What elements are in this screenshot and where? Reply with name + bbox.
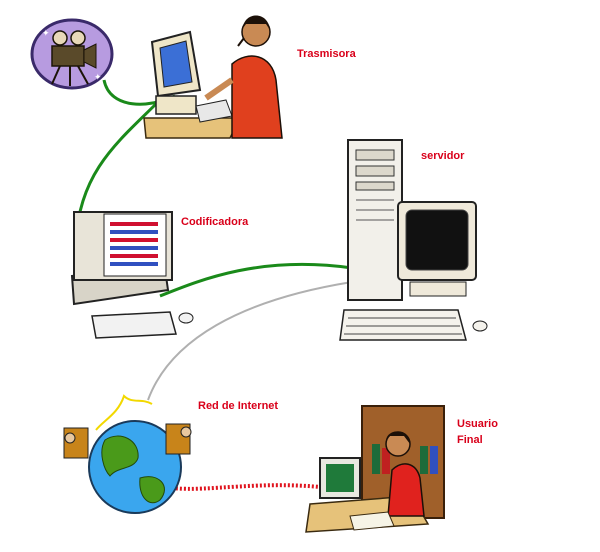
- internet-globe-icon: [63, 394, 192, 514]
- label-usuario-line2: Final: [457, 434, 483, 446]
- label-servidor: servidor: [421, 150, 465, 162]
- label-trasmisora: Trasmisora: [297, 48, 357, 60]
- label-usuario-line1: Usuario: [457, 418, 498, 430]
- end-user-workstation-icon: [305, 405, 445, 533]
- label-codificadora: Codificadora: [181, 216, 249, 228]
- video-camera-icon: ✦ ✦: [30, 18, 114, 90]
- link-codificadora-servidor: [159, 262, 353, 298]
- link-servidor-internet: [147, 281, 353, 401]
- encoder-computer-icon: [70, 211, 194, 339]
- label-red-de-internet: Red de Internet: [198, 400, 278, 412]
- svg-text:✦: ✦: [42, 28, 50, 38]
- svg-text:✦: ✦: [94, 72, 102, 82]
- link-internet-usuario: [171, 483, 331, 491]
- broadcaster-workstation-icon: [143, 15, 283, 139]
- server-computer-icon: [339, 139, 488, 341]
